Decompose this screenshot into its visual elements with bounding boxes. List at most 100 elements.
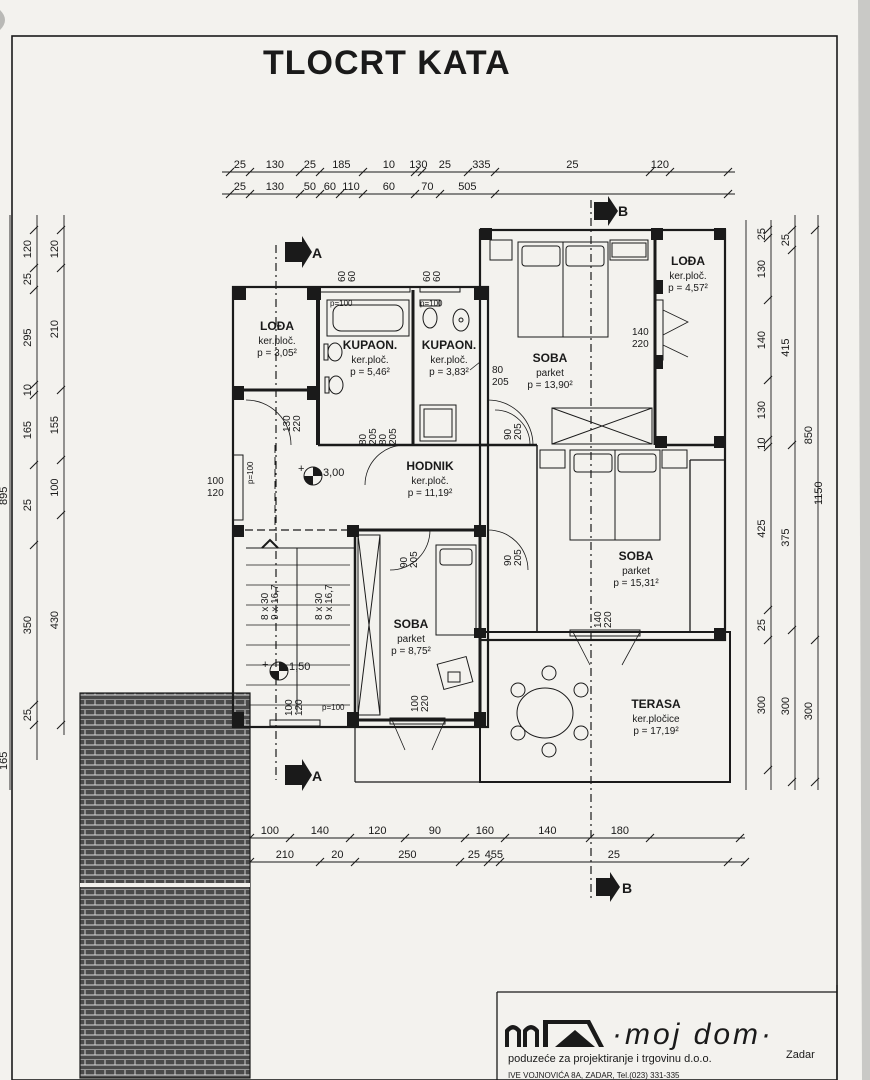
dim-tick: [245, 167, 255, 177]
dim-tick: [500, 833, 510, 843]
dim-label: 350: [22, 616, 34, 634]
dim-label: 25: [234, 181, 246, 193]
dim-tick: [350, 857, 360, 867]
dim-tick: [285, 833, 295, 843]
room-area-kupaon-2: p = 3,83²: [429, 367, 469, 378]
dim-label: 165: [22, 421, 34, 439]
dim-tick: [763, 605, 773, 615]
dim-tick: [787, 625, 797, 635]
dim-tick: [29, 380, 39, 390]
room-name-hodnik: HODNIK: [406, 459, 454, 473]
dim-label: 60: [324, 181, 336, 193]
dim-tick: [810, 225, 820, 235]
dim-label: 20: [331, 849, 343, 861]
dim-tick: [787, 245, 797, 255]
single-bed-icon: [435, 544, 477, 636]
dim-label: 210: [49, 320, 61, 338]
dim-label: 335: [472, 159, 490, 171]
section-b-top-arrow: [594, 196, 618, 226]
dim-tick: [723, 167, 733, 177]
opening-bath2_door-w: 80: [378, 433, 389, 445]
dim-tick: [245, 189, 255, 199]
opening-stair_l-w: 8 x 30: [260, 592, 271, 620]
dim-tick: [460, 833, 470, 843]
dim-label: 430: [49, 611, 61, 629]
section-a-top-arrow: [285, 236, 312, 268]
dim-label: 90: [429, 825, 441, 837]
dim-label: 130: [409, 159, 427, 171]
room-finish-soba-1: parket: [536, 368, 564, 379]
dim-label: 375: [780, 528, 792, 546]
dim-tick: [665, 167, 675, 177]
dim-tick: [56, 385, 66, 395]
opening-p100-c: p=100: [246, 461, 255, 484]
room-area-lodja-left: p = 3,05²: [257, 348, 297, 359]
dim-label: 505: [458, 181, 476, 193]
opening-soba2_door-w: 90: [503, 554, 514, 566]
room-finish-kupaon-1: ker.ploč.: [351, 355, 388, 366]
dim-tick: [56, 455, 66, 465]
room-finish-soba-2: parket: [622, 566, 650, 577]
dim-left: [9, 215, 65, 790]
opening-soba3_window-w: 100: [410, 695, 421, 712]
dim-label: 415: [780, 338, 792, 356]
dim-tick: [315, 857, 325, 867]
dim-label: 210: [276, 849, 294, 861]
section-a-top-label: A: [312, 245, 322, 261]
dim-label: 25: [234, 159, 246, 171]
dim-label: 25: [22, 273, 34, 285]
opening-p100-d: p=100: [322, 703, 345, 712]
dim-label: 10: [22, 384, 34, 396]
dim-tick: [763, 435, 773, 445]
dim-tick: [787, 225, 797, 235]
company-city: Zadar: [786, 1049, 815, 1061]
section-a-bottom-arrow: [285, 759, 312, 791]
dim-label: 160: [476, 825, 494, 837]
dim-label: 455: [485, 849, 503, 861]
dim-tick: [455, 857, 465, 867]
dim-tick: [400, 833, 410, 843]
room-finish-soba-3: parket: [397, 634, 425, 645]
dim-label: 25: [22, 709, 34, 721]
dim-tick: [763, 375, 773, 385]
section-arrows: [285, 196, 620, 902]
dim-tick: [763, 635, 773, 645]
dim-tick: [763, 295, 773, 305]
dim-left-cut: 165: [0, 752, 10, 770]
wall-piers: [232, 228, 726, 726]
dim-tick: [410, 167, 420, 177]
dim-tick: [495, 857, 505, 867]
room-name-terasa: TERASA: [631, 697, 681, 711]
opening-stair_window-w: 100: [284, 699, 295, 716]
dim-label: 155: [49, 416, 61, 434]
level-marker-upper: +: [298, 463, 323, 486]
dim-tick: [335, 189, 345, 199]
dim-label: 25: [756, 619, 768, 631]
dim-tick: [315, 167, 325, 177]
dim-tick: [645, 167, 655, 177]
dim-label: 140: [756, 331, 768, 349]
title-block: [496, 985, 838, 1080]
dim-tick: [787, 440, 797, 450]
dim-label: 850: [803, 426, 815, 444]
dim-tick: [723, 857, 733, 867]
section-b-top-label: B: [618, 203, 628, 219]
room-name-kupaon-1: KUPAON.: [343, 338, 397, 352]
company-logo-icon: [505, 1020, 604, 1047]
dim-tick: [740, 857, 750, 867]
dim-tick: [810, 635, 820, 645]
dim-tick: [763, 225, 773, 235]
dim-label: 180: [611, 825, 629, 837]
dim-tick: [410, 189, 420, 199]
table-icon: [516, 687, 574, 739]
door-swing: [245, 399, 292, 446]
opening-stair_window-h: 120: [294, 699, 305, 716]
dim-tick: [29, 700, 39, 710]
room-area-terasa: p = 17,19²: [633, 726, 679, 737]
section-b-bottom-arrow: [596, 872, 620, 902]
dim-label: 250: [398, 849, 416, 861]
dim-tick: [585, 833, 595, 843]
dim-tick: [490, 167, 500, 177]
